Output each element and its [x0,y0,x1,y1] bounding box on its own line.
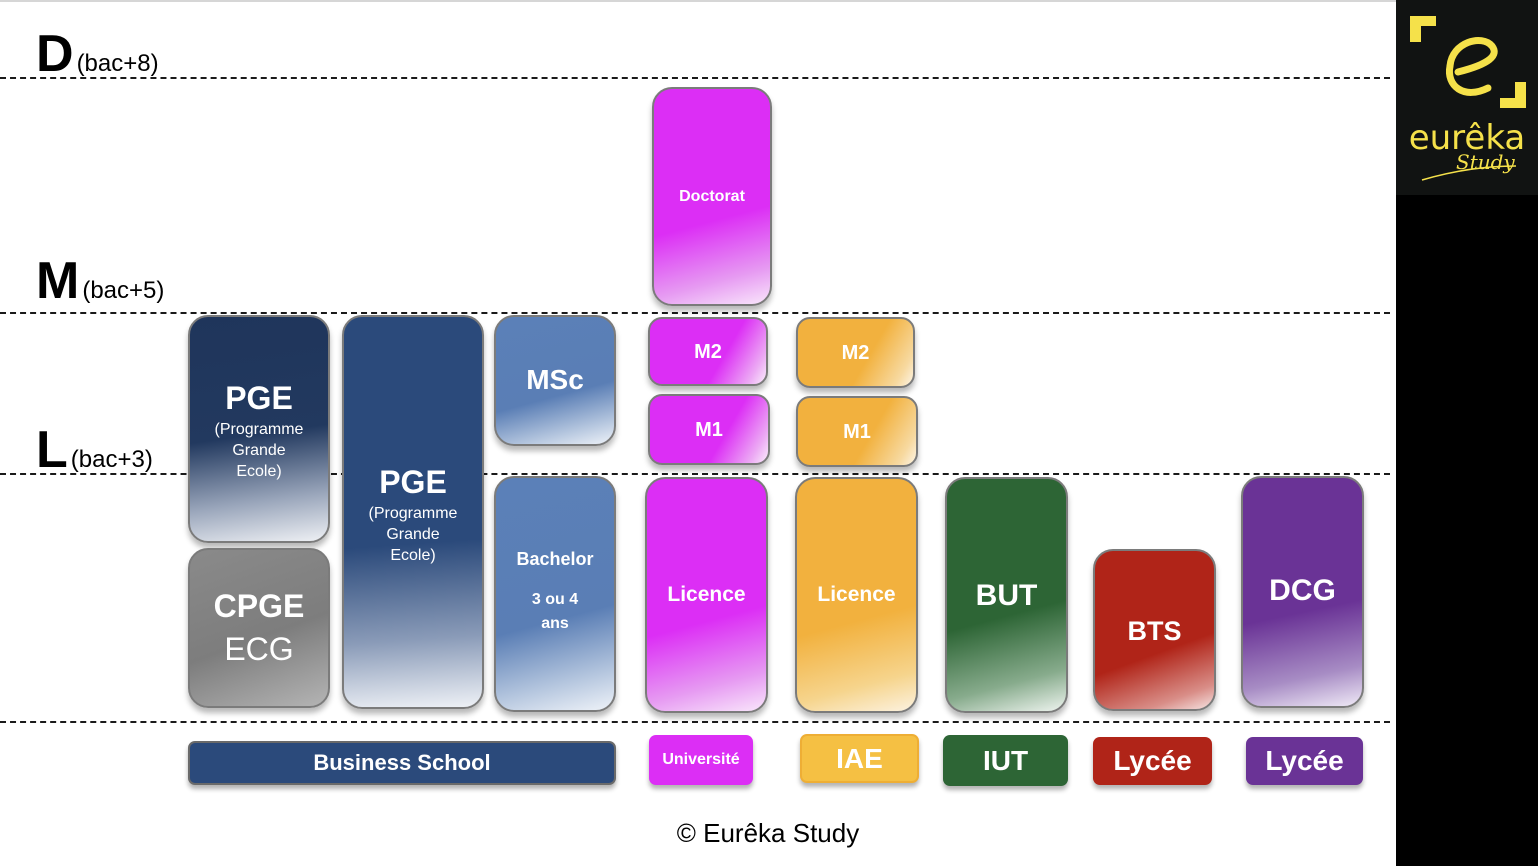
institution-lycee-dcg[interactable]: Lycée [1246,737,1363,785]
program-university-m2[interactable]: M2 [648,317,768,386]
program-title: Licence [817,583,896,607]
program-bachelor[interactable]: Bachelor 3 ou 4 ans [494,476,616,712]
program-subtitle: 3 ou 4 ans [531,590,579,632]
top-border [0,0,1396,2]
level-licence-label: L(bac+3) [36,424,153,476]
program-title: BTS [1127,616,1182,647]
program-subtitle: (Programme Grande Ecole) [368,505,458,564]
logo-subtitle: Study [1456,150,1515,174]
program-title: M2 [841,341,870,364]
level-note: (bac+3) [70,446,153,473]
level-line-licence [0,473,1390,475]
copyright-notice: © Eurêka Study [676,818,860,848]
institution-label: Lycée [1113,745,1192,776]
institution-label: IAE [836,742,883,774]
program-university-licence[interactable]: Licence [645,477,768,713]
institution-lycee-bts[interactable]: Lycée [1093,737,1212,785]
program-university-m1[interactable]: M1 [648,394,770,465]
eureka-study-logo[interactable]: eurêka Study [1396,0,1538,195]
level-letter: L [36,421,68,479]
institution-iut[interactable]: IUT [943,735,1068,786]
level-letter: M [36,252,79,310]
program-title: M1 [695,418,723,441]
level-master-label: M(bac+5) [36,255,164,307]
institution-business-school[interactable]: Business School [188,741,616,785]
program-title: DCG [1269,574,1336,607]
level-letter: D [36,25,74,83]
institution-label: Université [662,751,740,768]
level-note: (bac+8) [76,50,159,77]
program-iae-m1[interactable]: M1 [796,396,918,467]
program-title: PGE [225,380,293,416]
program-pge-5-years[interactable]: PGE (Programme Grande Ecole) [342,315,484,709]
institution-iae[interactable]: IAE [800,734,919,783]
program-title: M2 [694,340,722,363]
institution-label: Lycée [1265,745,1344,776]
level-line-doctorat [0,77,1390,79]
program-iae-m2[interactable]: M2 [796,317,915,388]
program-title: M1 [843,420,871,443]
program-subtitle: ECG [224,631,294,667]
program-title: Bachelor [516,549,594,569]
program-msc[interactable]: MSc [494,315,616,446]
level-line-bac [0,721,1390,723]
logo-wordmark: eurêka [1408,118,1526,158]
program-title: Doctorat [679,187,745,205]
level-doctorat-label: D(bac+8) [36,28,159,80]
program-but[interactable]: BUT [945,477,1068,713]
program-bts[interactable]: BTS [1093,549,1216,711]
program-subtitle: (Programme Grande Ecole) [214,421,304,480]
level-line-master [0,312,1390,314]
program-title: Licence [667,583,746,607]
program-iae-licence[interactable]: Licence [795,477,918,713]
institution-universite[interactable]: Université [649,735,753,785]
program-dcg[interactable]: DCG [1241,476,1364,708]
program-title: MSc [526,364,584,396]
program-doctorat[interactable]: Doctorat [652,87,772,306]
program-title: PGE [379,464,447,500]
program-cpge-ecg[interactable]: CPGE ECG [188,548,330,708]
institution-label: Business School [313,750,491,775]
institution-label: IUT [982,744,1029,776]
program-title: BUT [975,578,1038,612]
logo-mark-icon [1410,16,1526,181]
level-note: (bac+5) [82,277,165,304]
program-title: CPGE [213,587,305,624]
program-pge-2-years[interactable]: PGE (Programme Grande Ecole) [188,315,330,543]
sidebar: eurêka Study [1396,0,1538,866]
